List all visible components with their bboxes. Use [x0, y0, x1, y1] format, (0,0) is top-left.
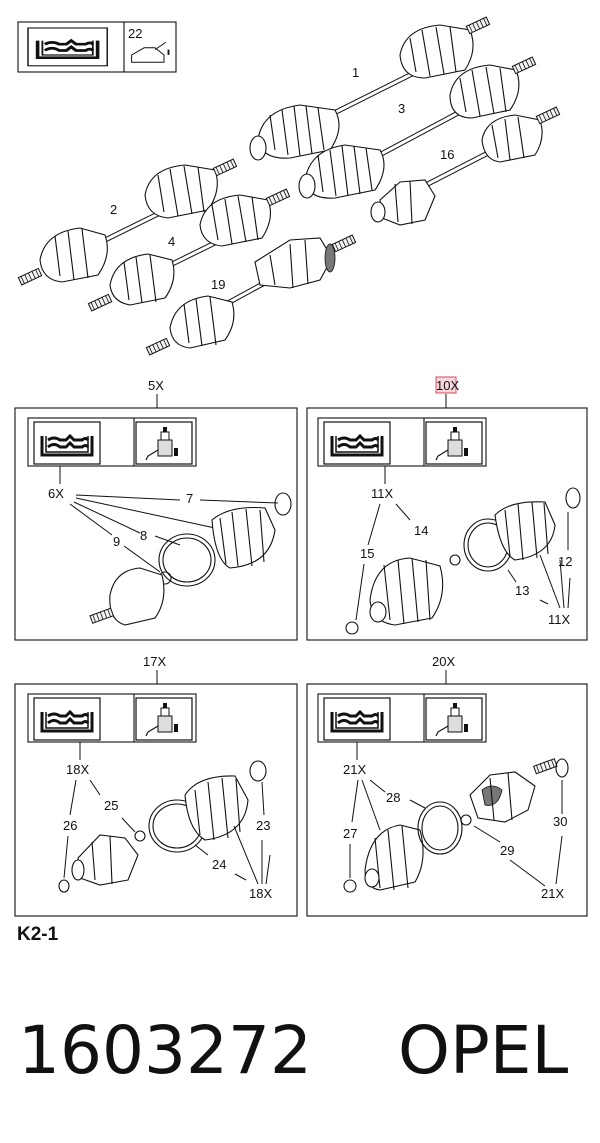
label-11x-b: 11X — [548, 612, 570, 627]
box-number-22: 22 — [128, 26, 142, 41]
label-1: 1 — [352, 65, 359, 80]
label-29: 29 — [500, 843, 514, 858]
label-15: 15 — [360, 546, 374, 561]
label-9: 9 — [113, 534, 120, 549]
drive-shaft-3: 3 — [298, 56, 537, 199]
top-assembly: 22 1 3 — [17, 16, 561, 356]
grease-tube-icon — [135, 421, 193, 465]
panel-17x: 17X 18X 25 26 23 24 18X — [14, 654, 298, 917]
panel-5x-title: 5X — [148, 378, 164, 393]
repair-manual-icon — [26, 26, 110, 68]
label-2: 2 — [110, 202, 117, 217]
panel-20x-title: 20X — [432, 654, 455, 669]
title-highlight — [435, 376, 457, 394]
label-27: 27 — [343, 826, 357, 841]
label-18x: 18X — [66, 762, 89, 777]
label-11x: 11X — [371, 486, 393, 501]
label-28: 28 — [386, 790, 400, 805]
panel-20x: 20X 21X 28 27 29 30 21X — [306, 654, 588, 917]
label-23: 23 — [256, 818, 270, 833]
label-13: 13 — [515, 583, 529, 598]
label-8: 8 — [140, 528, 147, 543]
part-number: 1603272 — [18, 1012, 312, 1089]
label-24: 24 — [212, 857, 226, 872]
label-3: 3 — [398, 101, 405, 116]
panel-5x-icon-box — [27, 417, 197, 467]
drive-shaft-16: 16 — [370, 106, 561, 226]
label-18x-b: 18X — [249, 886, 272, 901]
drive-shaft-1: 1 — [249, 16, 491, 161]
grease-tube-icon — [425, 697, 483, 741]
repair-manual-icon — [32, 420, 102, 466]
panel-17x-title: 17X — [143, 654, 166, 669]
repair-manual-icon — [322, 420, 392, 466]
brand-name: OPEL — [398, 1012, 568, 1089]
panel-17x-icon-box — [27, 693, 197, 743]
repair-manual-icon — [322, 696, 392, 742]
drive-shaft-4: 4 — [87, 188, 291, 312]
label-21x: 21X — [343, 762, 366, 777]
panel-20x-icon-box — [317, 693, 487, 743]
panel-10x-title: 10X — [436, 378, 459, 393]
reference-code: K2-1 — [17, 924, 59, 945]
label-4: 4 — [168, 234, 175, 249]
panel-5x: 5X 6X 7 8 9 — [14, 378, 298, 641]
label-14: 14 — [414, 523, 428, 538]
repair-manual-icon — [32, 696, 102, 742]
label-25: 25 — [104, 798, 118, 813]
panel-10x-icon-box — [317, 417, 487, 467]
service-icon-box: 22 — [17, 21, 177, 73]
label-16: 16 — [440, 147, 454, 162]
label-12: 12 — [558, 554, 572, 569]
label-19: 19 — [211, 277, 225, 292]
panel-10x: 10X 11X 14 15 12 13 11X — [306, 376, 588, 641]
label-30: 30 — [553, 814, 567, 829]
drive-shaft-2: 2 — [17, 158, 238, 286]
grease-tube-icon — [135, 697, 193, 741]
label-6x: 6X — [48, 486, 64, 501]
label-26: 26 — [63, 818, 77, 833]
drive-shaft-19: 19 — [145, 234, 357, 356]
label-7: 7 — [186, 491, 193, 506]
grease-tube-icon — [425, 421, 483, 465]
label-21x-b: 21X — [541, 886, 564, 901]
